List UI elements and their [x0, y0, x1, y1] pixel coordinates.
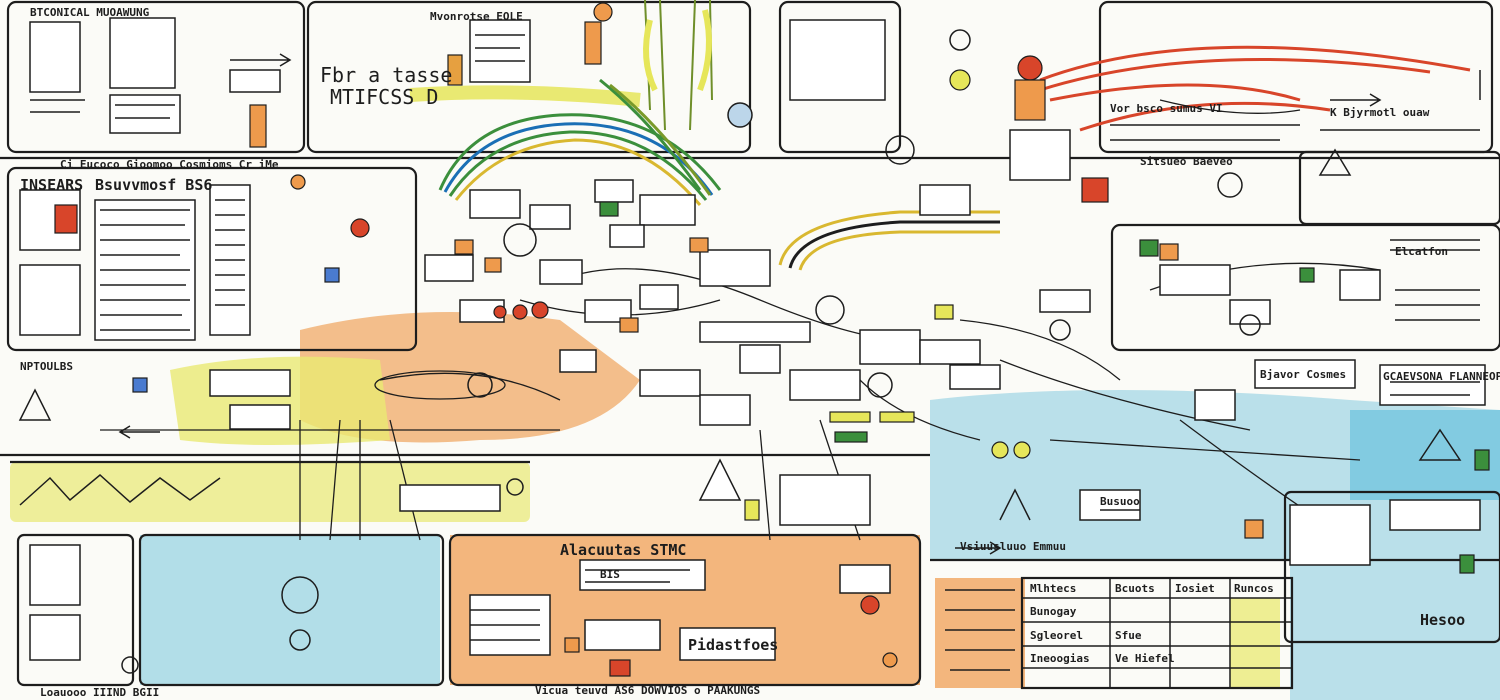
table-header-4: Runcos	[1234, 582, 1274, 595]
arrows	[118, 53, 1481, 555]
mid-left-heading: INSEARS	[20, 176, 83, 194]
right-title: K Bjyrmotl ouaw	[1330, 106, 1430, 119]
bottom-left-caption: Loauooo IIIND BGII	[40, 686, 159, 699]
frame-right-strip	[1298, 150, 1500, 226]
orange-heading: Alacuutas STMC	[560, 541, 686, 559]
scribble-lines	[30, 34, 1480, 671]
right-subtitle: Vor bsco sumus VI	[1110, 102, 1223, 115]
cyan-word-2: Busuoo	[1100, 495, 1140, 508]
zigzag	[18, 148, 1462, 521]
band-caption: Ci Eucoco Gioomoo Cosmioms Cr iMe	[60, 158, 279, 171]
table-grid	[1022, 578, 1292, 688]
cyan-word: Hesoo	[1420, 611, 1465, 629]
frame-table	[1020, 576, 1294, 690]
doodle-knobs	[121, 29, 1261, 674]
vines	[643, 0, 713, 131]
fbr-title: Fbr a tasse	[320, 63, 452, 87]
color-tokens	[54, 2, 1490, 677]
table-header-2: Bcuots	[1115, 582, 1155, 595]
table-header-3: Iosiet	[1175, 582, 1215, 595]
yellow-sweep-top	[409, 85, 641, 107]
right-row-label: Sitsueo Baeveo	[1140, 155, 1233, 168]
gray-row-label: Vsiuusluuo Emmuu	[960, 540, 1066, 553]
table-row-3: Sfue	[1115, 629, 1142, 642]
table-row-2: Sgleorel	[1030, 629, 1083, 642]
orange-block-bottom-right	[935, 578, 1025, 688]
frame-mid-left	[6, 166, 418, 352]
right-bottom-label: Bjavor Cosmes	[1260, 368, 1346, 381]
text-labels: BTCONICAL MUOAWUNG Mvonrotse EOLE Fbr a …	[20, 6, 1500, 699]
frame-top-mid	[306, 0, 752, 154]
frame-right-bottom	[1283, 490, 1500, 644]
table-row-4: Ineoogias	[1030, 652, 1090, 665]
table-header-1: Mlhtecs	[1030, 582, 1076, 595]
sketch-widgets	[19, 17, 1486, 661]
right-mid-label: Elcatfon	[1395, 245, 1448, 258]
mid-left-heading-2: Bsuvvmosf BS6	[95, 176, 212, 194]
frame-top-right-b	[1098, 0, 1494, 154]
top-mid-heading: Mvonrotse EOLE	[430, 10, 523, 23]
frame-bottom-left	[16, 533, 135, 687]
left-small-label: NPTOULBS	[20, 360, 73, 373]
cable-bundles	[438, 45, 1471, 271]
frame-top-right-a	[778, 0, 902, 154]
table-row-4b: Ve Hiefel	[1115, 652, 1175, 665]
orange-row-label: BIS	[600, 568, 620, 581]
orange-phrase: Pidastfoes	[688, 636, 778, 654]
right-mid-label-2: GCAEVSONA FLANNEOPS	[1383, 370, 1500, 383]
color-washes	[10, 85, 1500, 700]
frame-cyan	[138, 533, 445, 687]
table-row-1: Bunogay	[1030, 605, 1077, 618]
frame-top-left	[6, 0, 306, 154]
yellow-block-table	[1230, 598, 1280, 688]
frame-orange	[448, 533, 922, 687]
top-left-heading: BTCONICAL MUOAWUNG	[30, 6, 150, 19]
fbr-subtitle: MTIFCSS D	[330, 85, 438, 109]
bottom-caption: Vicua teuvd AS6 DOWVIOS o PAAKUNGS	[535, 684, 760, 697]
